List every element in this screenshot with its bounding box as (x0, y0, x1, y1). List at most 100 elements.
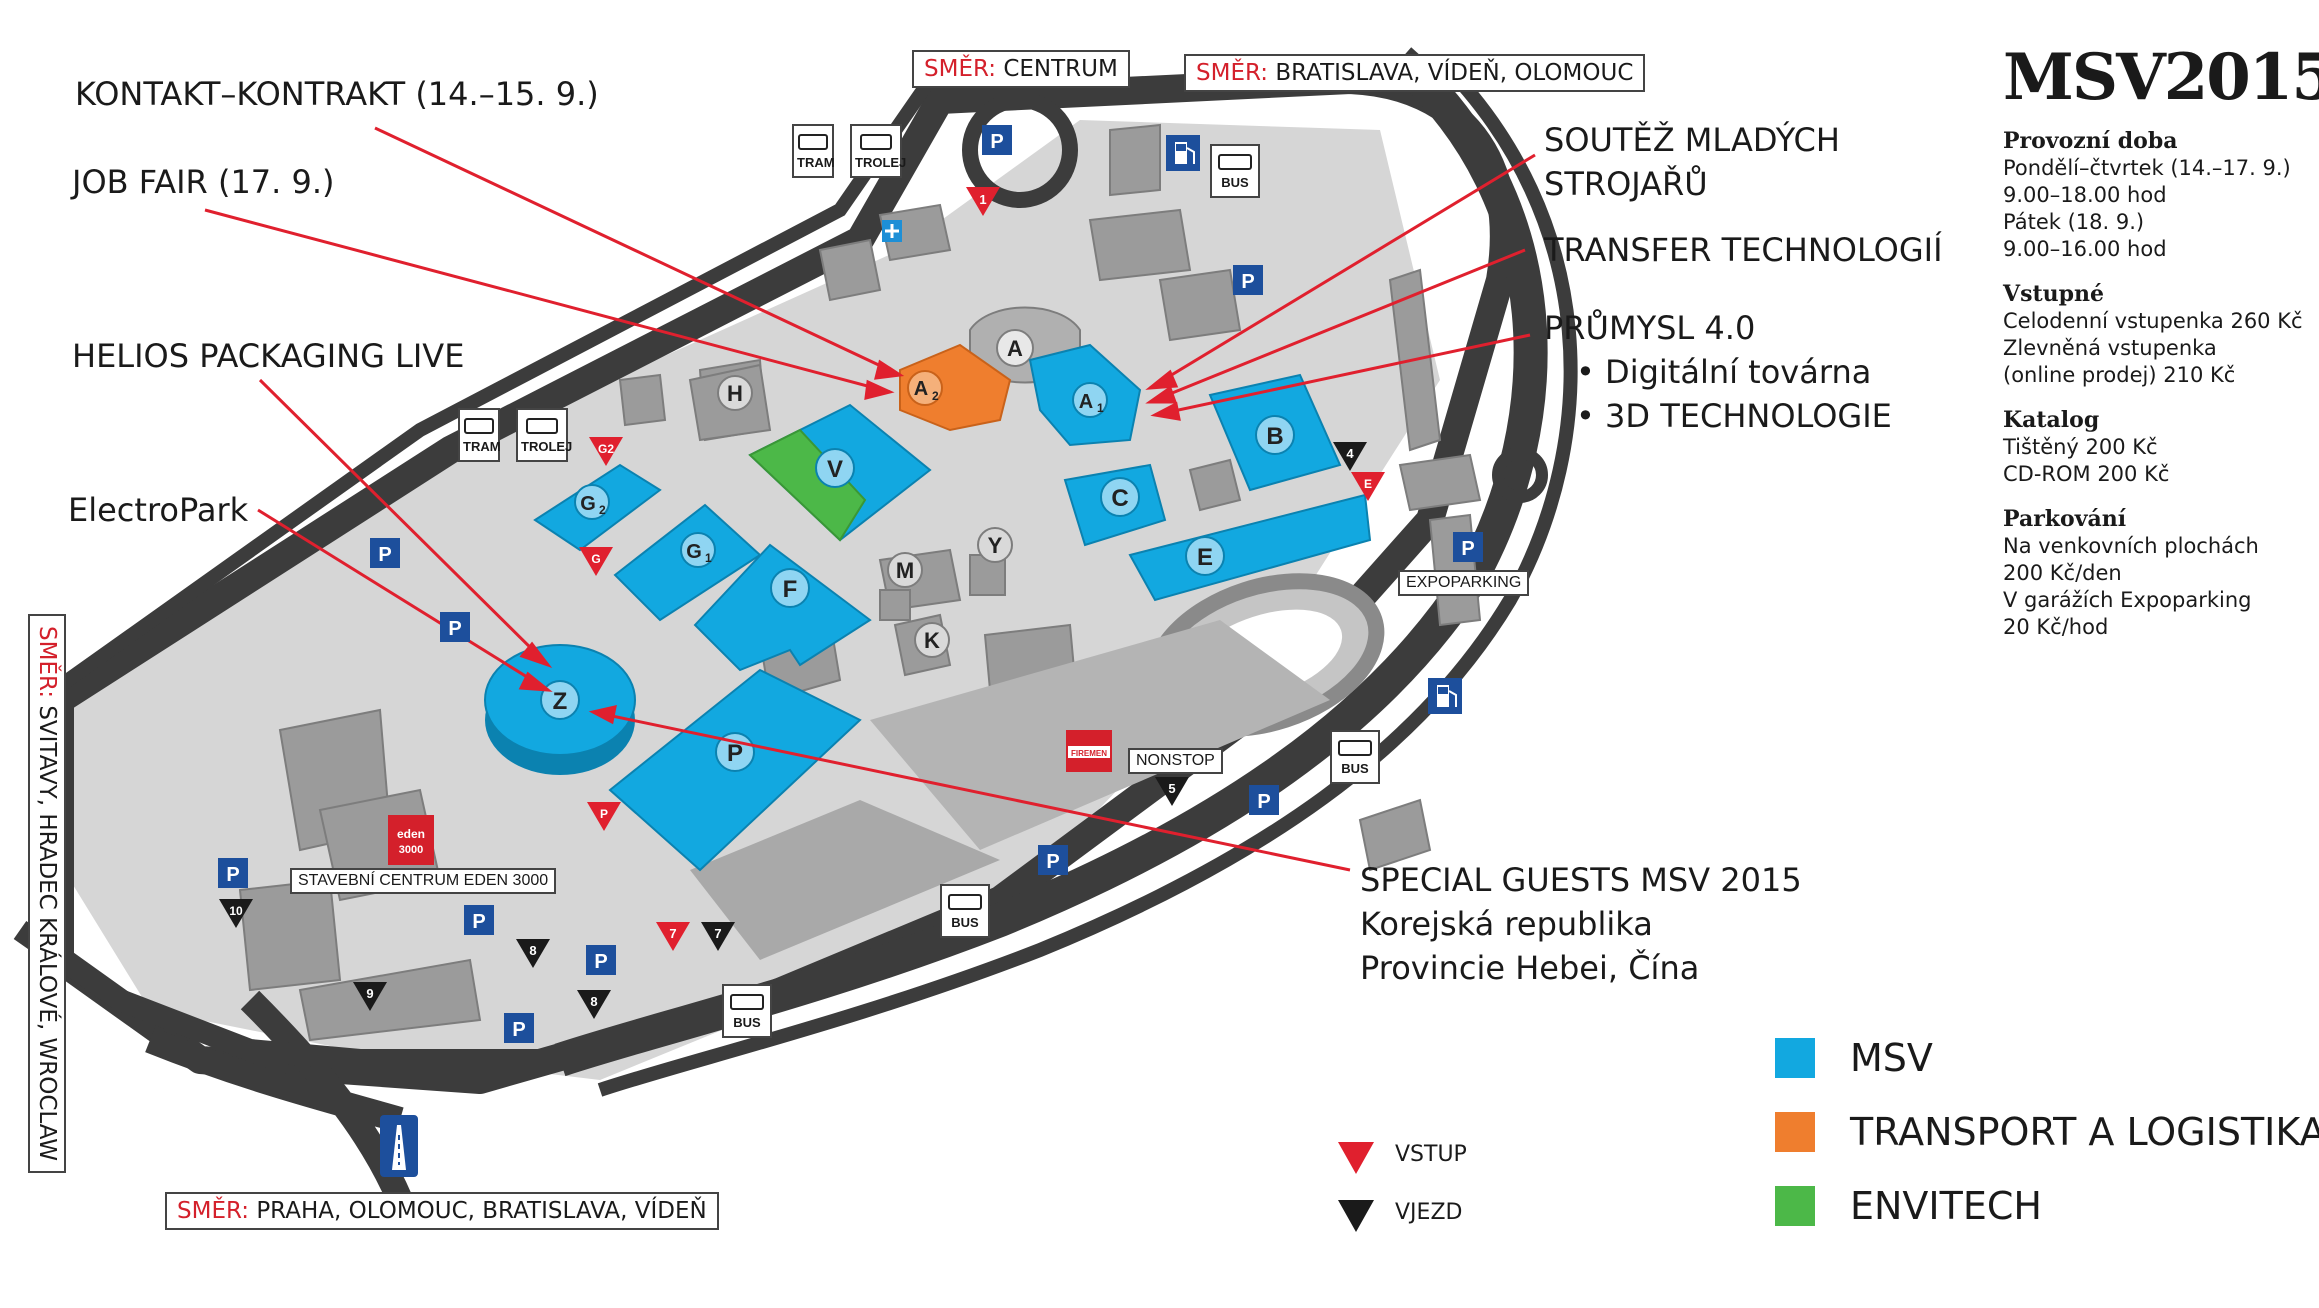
hall-a2-sub: 2 (932, 389, 939, 403)
vehicle-entry-9-label: 9 (366, 986, 373, 1001)
hall-p-label: P (727, 740, 743, 767)
tram-label: TRAM (463, 439, 501, 454)
info-panel: Provozní doba Pondělí–čtvrtek (14.–17. 9… (2003, 128, 2303, 659)
legend-swatch (1775, 1038, 1815, 1078)
entrance-p-label: P (600, 807, 608, 821)
firemen-sign-text: FIREMEN (1071, 749, 1107, 758)
legend-label: ENVITECH (1850, 1184, 2042, 1228)
hall-g2[interactable]: G 2 (533, 463, 662, 552)
info-section: Vstupné Celodenní vstupenka 260 Kč Zlevn… (2003, 281, 2303, 389)
parking-sign[interactable]: P (218, 858, 248, 888)
hall-f[interactable]: F (693, 543, 872, 672)
tram-icon (798, 134, 828, 150)
tram-sign-west[interactable]: TRAM (458, 408, 501, 462)
hall-b[interactable]: B (1208, 373, 1342, 492)
vehicle-entry-7[interactable]: 7 (701, 922, 735, 951)
trolley-label: TROLEJ (521, 439, 573, 454)
expoparking-label[interactable]: EXPOPARKING (1398, 570, 1530, 596)
parking-sign[interactable]: P (1038, 845, 1068, 875)
hall-p[interactable]: P (608, 668, 862, 872)
parking-sign[interactable]: P (504, 1013, 534, 1043)
entrance-1-label: 1 (979, 192, 986, 207)
direction-prefix: SMĚR: (177, 1198, 249, 1224)
bus-sign-south[interactable]: BUS (940, 884, 990, 938)
hall-g1[interactable]: G 1 (613, 503, 762, 622)
hall-g2-label: G (580, 493, 596, 515)
entrance-g2[interactable]: G2 (589, 437, 623, 466)
hall-y[interactable]: Y (969, 527, 1013, 596)
entrance-e[interactable]: E (1351, 472, 1385, 501)
callout-electropark: ElectroPark (68, 491, 249, 529)
parking-sign-label: P (1461, 538, 1474, 560)
hall-v[interactable]: V (748, 403, 932, 542)
entrance-p[interactable]: P (587, 802, 621, 831)
vehicle-entry-5[interactable]: 5 (1155, 777, 1189, 806)
tram-icon (464, 418, 494, 434)
legend-swatch (1775, 1112, 1815, 1152)
parking-sign[interactable]: P (440, 612, 470, 642)
bus-sign-east[interactable]: BUS (1330, 730, 1380, 784)
parking-sign[interactable]: P (464, 905, 494, 935)
hall-c[interactable]: C (1063, 463, 1167, 547)
stavebni-centrum-label[interactable]: STAVEBNÍ CENTRUM EDEN 3000 (290, 868, 557, 894)
parking-sign-label: P (1046, 851, 1059, 873)
direction-svitavy: SMĚR: SVITAVY, HRADEC KRÁLOVÉ, WROCLAW (28, 614, 66, 1173)
parking-sign-label: P (226, 864, 239, 886)
callout-prumysl: PRŮMYSL 4.0 (1544, 309, 1756, 347)
vehicle-entry-10[interactable]: 10 (219, 899, 253, 928)
callout-helios: HELIOS PACKAGING LIVE (72, 337, 465, 375)
parking-sign[interactable]: P (1453, 532, 1483, 562)
bus-sign-northeast[interactable]: BUS (1210, 144, 1260, 198)
bus-icon (730, 994, 764, 1010)
callout-special-line1: SPECIAL GUESTS MSV 2015 (1360, 861, 1802, 899)
vehicle-entry-8a[interactable]: 8 (516, 939, 550, 968)
hall-k[interactable]: K (914, 622, 950, 658)
trolley-sign-north[interactable]: TROLEJ (850, 124, 906, 178)
parking-sign[interactable]: P (370, 538, 400, 568)
info-line: 20 Kč/hod (2003, 615, 2109, 639)
nonstop-label: NONSTOP (1128, 748, 1223, 774)
callout-line-prumysl (1154, 333, 1531, 417)
hall-g1-label: G (686, 541, 702, 563)
direction-prefix: SMĚR: (924, 56, 996, 82)
legend-item-transport: TRANSPORT A LOGISTIKA (1775, 1104, 2319, 1160)
entrance-1[interactable]: 1 (966, 187, 1000, 216)
vehicle-entry-8b[interactable]: 8 (577, 990, 611, 1019)
direction-svitavy-text: SVITAVY, HRADEC KRÁLOVÉ, WROCLAW (34, 705, 60, 1161)
entrance-e-label: E (1364, 477, 1372, 491)
callout-special-line3: Provincie Hebei, Čína (1360, 949, 1700, 987)
hall-a1[interactable]: A 1 (1028, 343, 1142, 447)
info-line: 9.00–16.00 hod (2003, 237, 2167, 261)
hall-m-label: M (896, 558, 914, 583)
callout-lines (204, 126, 1536, 872)
legend-item-envitech: ENVITECH (1775, 1178, 2295, 1234)
callout-line-transfer (1149, 248, 1526, 404)
key-entrance-icon (1338, 1142, 1374, 1174)
hall-m[interactable]: M (879, 552, 923, 621)
callout-line-soutez (1149, 153, 1536, 390)
parking-sign[interactable]: P (1249, 785, 1279, 815)
key-vehicle-label: VJEZD (1395, 1200, 1463, 1225)
hall-g2-sub: 2 (599, 503, 606, 517)
bus-sign-southwest[interactable]: BUS (722, 984, 772, 1038)
hall-v-label: V (827, 456, 843, 483)
hall-a2[interactable]: A 2 (899, 343, 1012, 432)
hall-e[interactable]: E (1128, 493, 1372, 602)
lower-area (690, 800, 1000, 960)
parking-sign[interactable]: P (1233, 265, 1263, 295)
vehicle-entry-4[interactable]: 4 (1333, 442, 1367, 471)
trolley-sign-west[interactable]: TROLEJ (516, 408, 572, 462)
info-heading: Vstupné (2003, 281, 2104, 307)
trolleybus-icon (526, 418, 558, 434)
info-line: Pátek (18. 9.) (2003, 210, 2145, 234)
vehicle-entry-9[interactable]: 9 (353, 982, 387, 1011)
tram-sign-north[interactable]: TRAM (792, 124, 835, 178)
parking-sign[interactable]: P (982, 125, 1012, 155)
parking-sign-label: P (594, 951, 607, 973)
direction-bratislava-text: BRATISLAVA, VÍDEŇ, OLOMOUC (1275, 60, 1634, 86)
entrance-7[interactable]: 7 (656, 922, 690, 951)
parking-sign[interactable]: P (586, 945, 616, 975)
entrance-g[interactable]: G (579, 547, 613, 576)
legend-label: MSV (1850, 1036, 1933, 1080)
hall-h[interactable]: H (688, 363, 772, 442)
